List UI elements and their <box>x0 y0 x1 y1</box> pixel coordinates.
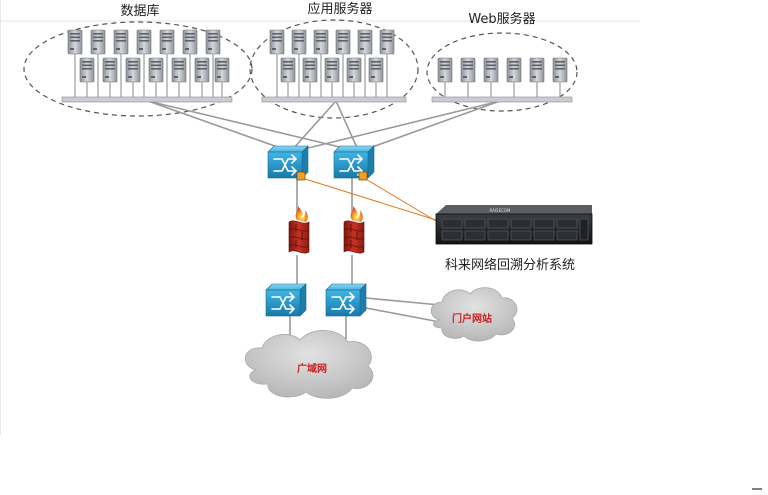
wan-cloud: 广域网 <box>245 330 374 399</box>
db-server-icon <box>79 57 95 83</box>
mirror-links <box>301 177 437 222</box>
database-group-label: 数据库 <box>120 3 159 19</box>
wan-label: 广域网 <box>297 362 327 375</box>
web-server-icon <box>483 57 499 83</box>
db-server-icon <box>205 29 221 55</box>
db-server-icon <box>113 29 129 55</box>
db-server-icon <box>102 57 118 83</box>
app-servers-group-boundary <box>249 19 419 119</box>
database-bus-bar <box>61 96 233 103</box>
app-server-icon <box>280 57 296 83</box>
web-servers-group-boundary <box>426 32 578 112</box>
portal-label: 门户网站 <box>452 312 492 325</box>
db-server-icon <box>171 57 187 83</box>
analysis-system-appliance: RAISECOM <box>435 205 593 245</box>
app-server-icon <box>346 57 362 83</box>
web-server-icon <box>460 57 476 83</box>
app-servers-group-label: 应用服务器 <box>307 1 372 17</box>
web-servers <box>431 57 573 103</box>
web-server-icon <box>437 57 453 83</box>
database-group-boundary <box>23 21 253 117</box>
app-servers <box>261 29 407 103</box>
core-switch-right-icon <box>333 145 375 179</box>
app-server-icon <box>269 29 285 55</box>
app-bus-bar <box>261 96 407 103</box>
db-server-icon <box>214 57 230 83</box>
db-server-icon <box>67 29 83 55</box>
mirror-port-left <box>296 171 306 181</box>
analysis-system-label: 科来网络回溯分析系统 <box>445 257 575 273</box>
app-server-icon <box>379 29 395 55</box>
appliance-brand: RAISECOM <box>490 208 512 213</box>
web-server-icon <box>529 57 545 83</box>
db-server-icon <box>125 57 141 83</box>
firewall-left-icon <box>288 205 310 254</box>
web-servers-group-label: Web服务器 <box>468 11 535 27</box>
db-server-icon <box>90 29 106 55</box>
firewall-right-icon <box>343 205 365 254</box>
edge-switch-left-icon <box>265 283 307 317</box>
web-server-icon <box>552 57 568 83</box>
db-server-icon <box>148 57 164 83</box>
db-server-icon <box>194 57 210 83</box>
web-server-icon <box>506 57 522 83</box>
app-server-icon <box>335 29 351 55</box>
portal-cloud: 门户网站 <box>430 287 518 342</box>
app-server-icon <box>291 29 307 55</box>
db-server-icon <box>182 29 198 55</box>
app-server-icon <box>368 57 384 83</box>
network-links <box>147 100 501 345</box>
app-server-icon <box>357 29 373 55</box>
edge-switch-right-icon <box>325 283 367 317</box>
db-server-icon <box>136 29 152 55</box>
web-bus-bar <box>431 96 573 103</box>
app-server-icon <box>313 29 329 55</box>
database-servers <box>61 29 233 103</box>
mirror-port-right <box>358 171 368 181</box>
app-server-icon <box>324 57 340 83</box>
app-server-icon <box>302 57 318 83</box>
db-server-icon <box>159 29 175 55</box>
